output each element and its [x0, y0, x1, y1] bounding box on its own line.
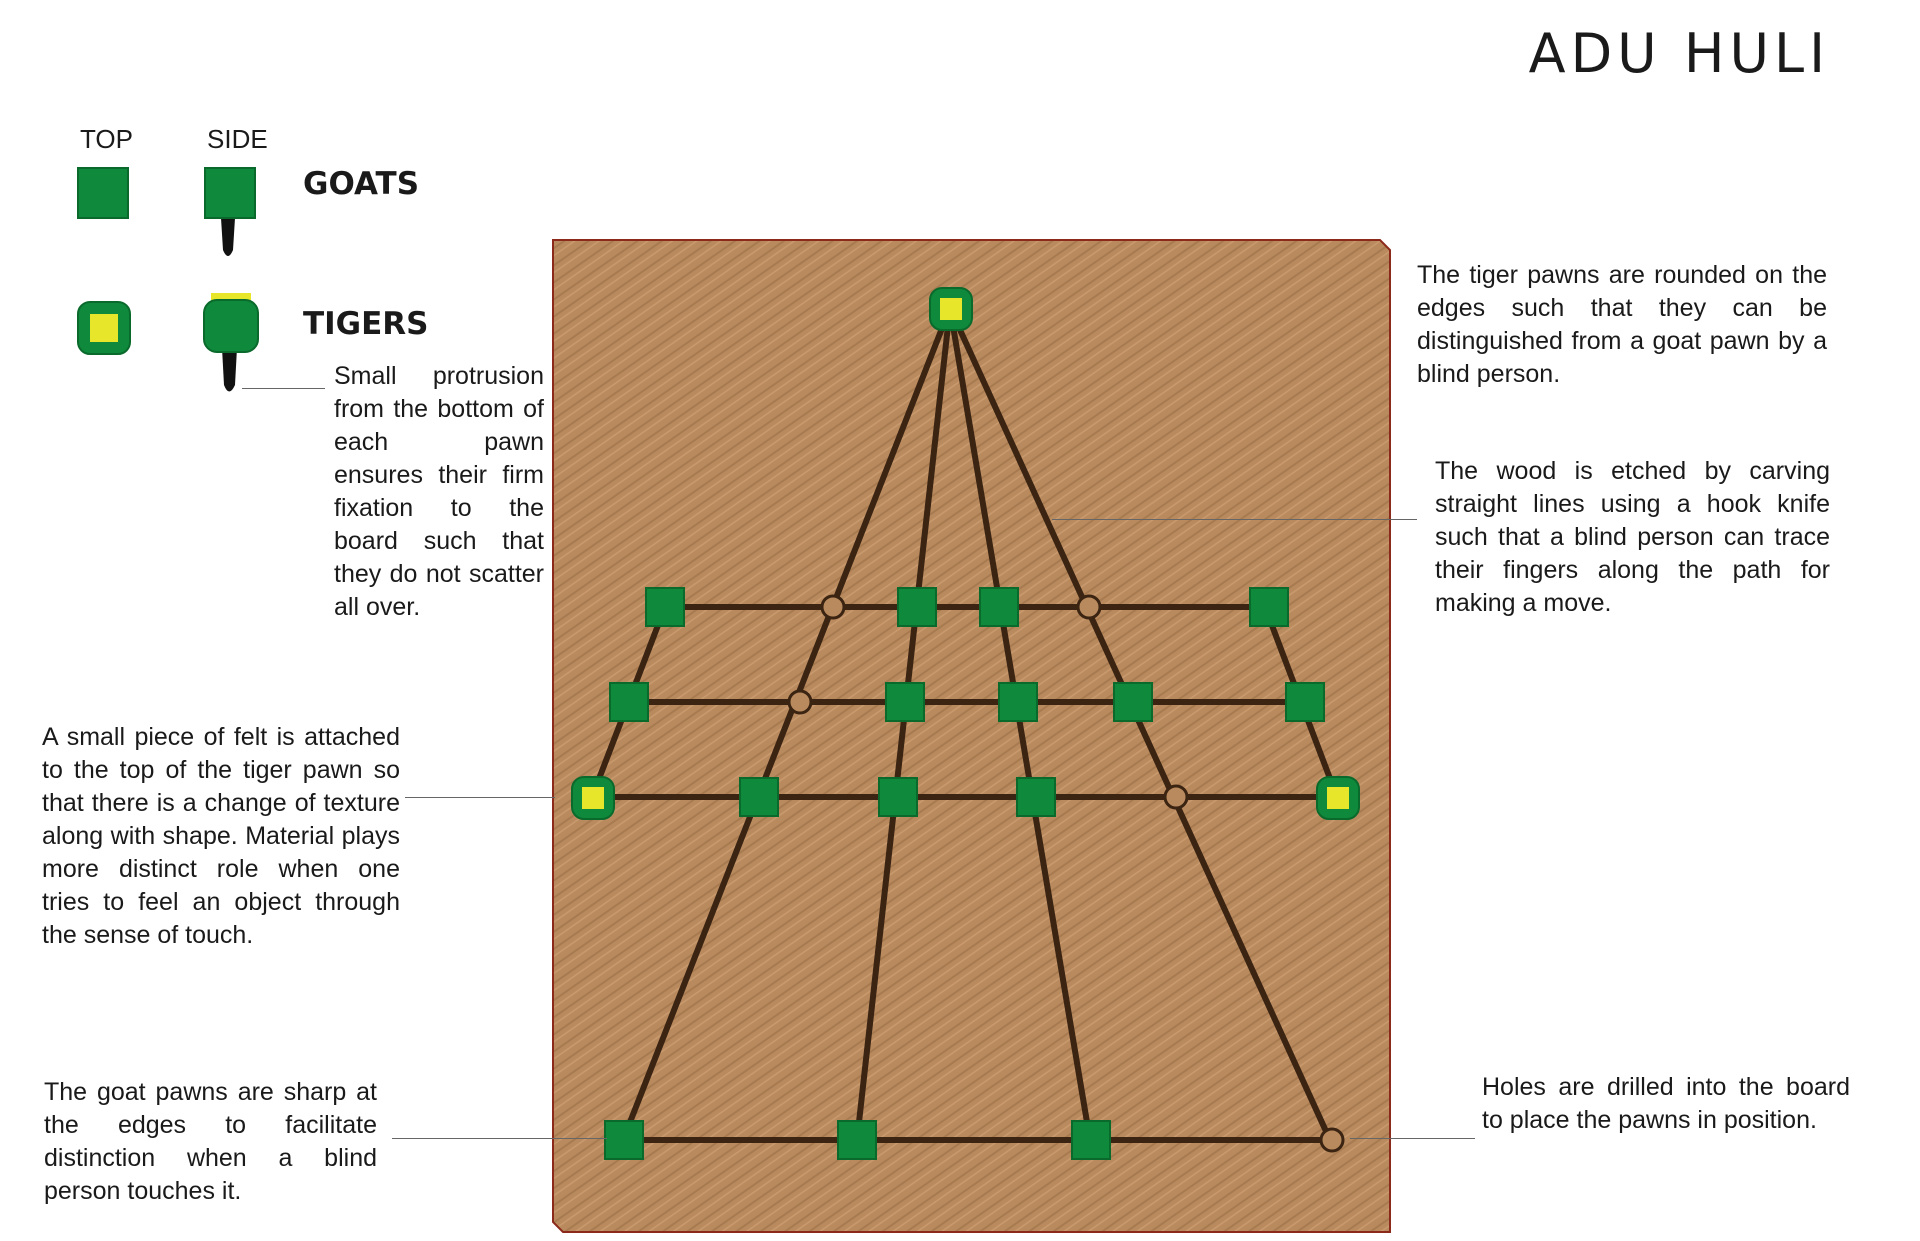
- goat-pawn: [645, 587, 685, 627]
- tiger-pawn: [929, 287, 973, 331]
- tiger-pawns: [571, 287, 1360, 820]
- tiger-pawn: [571, 776, 615, 820]
- goat-top-icon: [77, 167, 129, 219]
- hole: [787, 689, 813, 715]
- note-tiger-pawns: The tiger pawns are rounded on the edges…: [1417, 261, 1827, 388]
- spoke-4: [947, 305, 1333, 1143]
- goats-label: GOATS: [303, 166, 420, 202]
- note-holes: Holes are drilled into the board to plac…: [1482, 1073, 1850, 1134]
- goat-pawn: [897, 587, 937, 627]
- goat-pawn: [609, 682, 649, 722]
- leader-line-wood: [1052, 519, 1417, 520]
- leader-line-protrusion: [242, 388, 325, 389]
- legend-top-heading: TOP: [80, 124, 133, 154]
- page-title: ADU HULI: [1528, 22, 1830, 85]
- note-goat-pawns: The goat pawns are sharp at the edges to…: [44, 1078, 377, 1205]
- goat-pawn: [979, 587, 1019, 627]
- spoke-3: [947, 305, 1093, 1143]
- goat-pawn: [878, 777, 918, 817]
- goat-pawn: [998, 682, 1038, 722]
- goat-pawn: [604, 1120, 644, 1160]
- goat-pawn: [739, 777, 779, 817]
- leader-line-felt: [405, 797, 555, 798]
- legend-icons: [77, 167, 259, 392]
- goat-pawns: [604, 587, 1325, 1160]
- note-wood: The wood is etched by carving straight l…: [1435, 457, 1830, 617]
- leader-line-goat-pawns: [392, 1138, 607, 1139]
- goat-pawn: [1071, 1120, 1111, 1160]
- goat-pawn: [1249, 587, 1289, 627]
- hole: [1163, 784, 1189, 810]
- hole: [820, 594, 846, 620]
- note-protrusion: Small protrusion from the bottom of each…: [334, 362, 544, 621]
- goat-pawn: [1113, 682, 1153, 722]
- wooden-board: [552, 239, 1391, 1233]
- hole: [1319, 1127, 1345, 1153]
- tiger-pawn: [1316, 776, 1360, 820]
- hole: [1076, 594, 1102, 620]
- spoke-1: [620, 305, 953, 1143]
- tiger-top-icon: [77, 301, 131, 355]
- tiger-side-icon: [203, 293, 259, 392]
- goat-side-icon: [204, 167, 256, 256]
- legend-side-heading: SIDE: [207, 124, 268, 154]
- tigers-label: TIGERS: [303, 306, 429, 342]
- goat-pawn: [1285, 682, 1325, 722]
- spoke-2: [854, 305, 953, 1143]
- goat-pawn: [1016, 777, 1056, 817]
- goat-pawn: [837, 1120, 877, 1160]
- goat-pawn: [885, 682, 925, 722]
- leader-line-holes: [1350, 1138, 1475, 1139]
- holes: [787, 594, 1345, 1153]
- note-felt: A small piece of felt is attached to the…: [42, 723, 400, 949]
